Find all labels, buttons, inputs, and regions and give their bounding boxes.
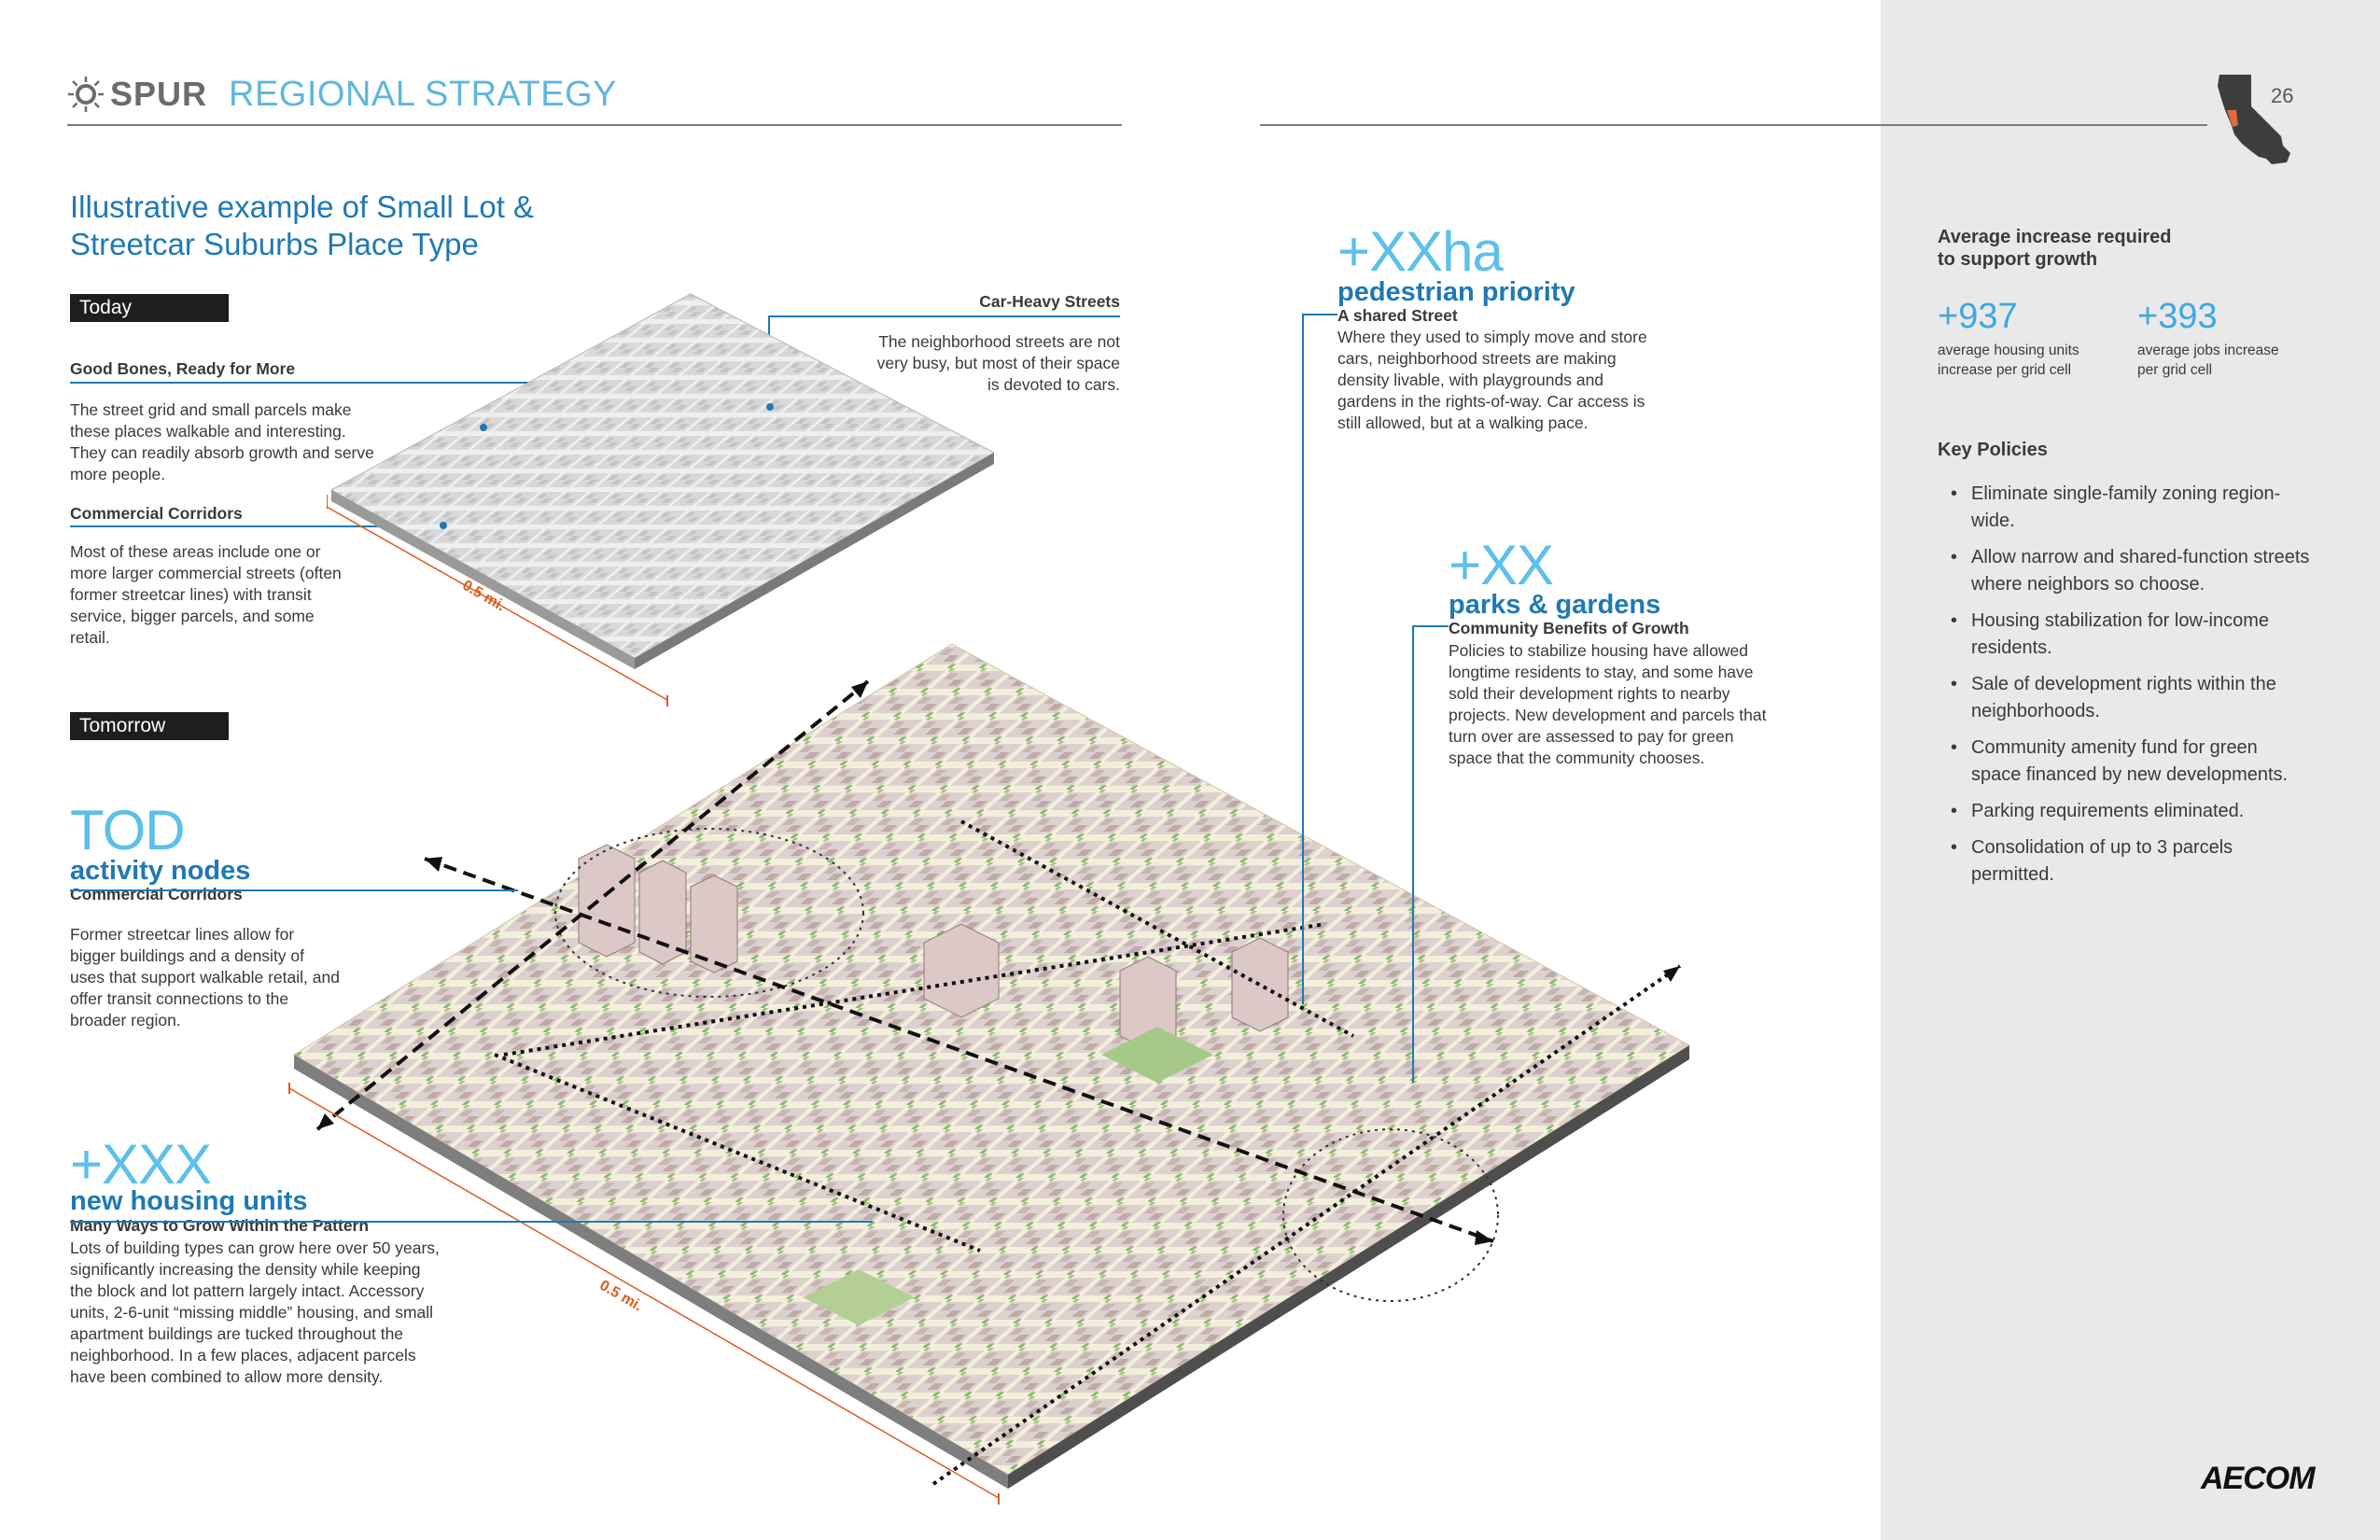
spur-logo: SPUR bbox=[67, 75, 207, 114]
growth-heading: Average increase required to support gro… bbox=[1938, 227, 2172, 270]
policy-item: Eliminate single-family zoning region-wi… bbox=[1938, 481, 2311, 535]
pedestrian-leader-v bbox=[1302, 314, 1304, 1004]
stat-jobs-value: +393 bbox=[2137, 297, 2218, 336]
tomorrow-neighborhood-map bbox=[288, 644, 1690, 1505]
pedestrian-text: Where they used to simply move and store… bbox=[1337, 328, 1647, 432]
car-heavy-leader bbox=[768, 315, 1120, 317]
car-heavy-heading: Car-Heavy Streets bbox=[979, 292, 1120, 311]
tomorrow-tag: Tomorrow bbox=[70, 712, 229, 740]
header-rule-left bbox=[67, 124, 1122, 126]
parks-heading: Community Benefits of Growth bbox=[1449, 619, 1689, 637]
pedestrian-subheading: pedestrian priority bbox=[1337, 277, 1575, 307]
good-bones-text: The street grid and small parcels make t… bbox=[70, 400, 374, 483]
policy-item: Allow narrow and shared-function streets… bbox=[1938, 544, 2311, 598]
pedestrian-big-label: +XXha bbox=[1337, 220, 1504, 283]
stat-jobs: +393 average jobs increase per grid cell bbox=[2137, 297, 2324, 380]
policy-item: Consolidation of up to 3 parcels permitt… bbox=[1938, 834, 2311, 889]
stat-housing-label: average housing units increase per grid … bbox=[1938, 343, 2079, 378]
aecom-logo: AECOM bbox=[2201, 1461, 2316, 1496]
car-heavy-text: The neighborhood streets are not very bu… bbox=[876, 332, 1120, 394]
tod-subheading: activity nodes bbox=[70, 856, 251, 886]
parks-text: Policies to stabilize housing have allow… bbox=[1449, 641, 1767, 767]
housing-heading: Many Ways to Grow Within the Pattern bbox=[70, 1216, 370, 1235]
today-neighborhood-map bbox=[327, 293, 996, 707]
tod-text: Former streetcar lines allow for bigger … bbox=[70, 925, 340, 1029]
page-title: Illustrative example of Small Lot & Stre… bbox=[70, 189, 535, 261]
commercial-text: Most of these areas include one or more … bbox=[70, 542, 342, 647]
stat-housing: +937 average housing units increase per … bbox=[1938, 297, 2124, 380]
housing-big-label: +XXX bbox=[70, 1133, 212, 1196]
tod-heading: Commercial Corridors bbox=[70, 885, 243, 903]
pedestrian-heading: A shared Street bbox=[1337, 306, 1458, 325]
parks-subheading: parks & gardens bbox=[1449, 590, 1661, 620]
policies-list: Eliminate single-family zoning region-wi… bbox=[1938, 481, 2311, 898]
page-number: 26 bbox=[2271, 84, 2294, 107]
policy-item: Sale of development rights within the ne… bbox=[1938, 671, 2311, 725]
housing-leader bbox=[70, 1221, 873, 1223]
parks-leader-h bbox=[1412, 625, 1449, 627]
stat-jobs-label: average jobs increase per grid cell bbox=[2137, 343, 2279, 378]
california-map-icon bbox=[2218, 75, 2290, 164]
commercial-leader bbox=[70, 525, 548, 527]
good-bones-heading: Good Bones, Ready for More bbox=[70, 359, 296, 378]
tod-leader bbox=[70, 889, 518, 891]
spur-sun-icon bbox=[68, 77, 104, 112]
tod-big-label: TOD bbox=[70, 799, 186, 861]
policies-heading: Key Policies bbox=[1938, 440, 2048, 460]
parks-leader-v bbox=[1412, 625, 1414, 1083]
header-rule-right bbox=[1260, 124, 2207, 126]
commercial-heading: Commercial Corridors bbox=[70, 504, 243, 523]
section-title: REGIONAL STRATEGY bbox=[229, 75, 618, 114]
policy-item: Housing stabilization for low-income res… bbox=[1938, 608, 2311, 662]
today-tag: Today bbox=[70, 294, 229, 322]
brand-name: SPUR bbox=[110, 75, 208, 113]
stat-housing-value: +937 bbox=[1938, 297, 2018, 336]
housing-text: Lots of building types can grow here ove… bbox=[70, 1239, 440, 1386]
good-bones-leader bbox=[70, 382, 579, 384]
parks-big-label: +XX bbox=[1449, 534, 1554, 596]
pedestrian-leader-h bbox=[1302, 314, 1337, 315]
housing-subheading: new housing units bbox=[70, 1186, 308, 1216]
policy-item: Community amenity fund for green space f… bbox=[1938, 735, 2311, 789]
policy-item: Parking requirements eliminated. bbox=[1938, 798, 2311, 825]
